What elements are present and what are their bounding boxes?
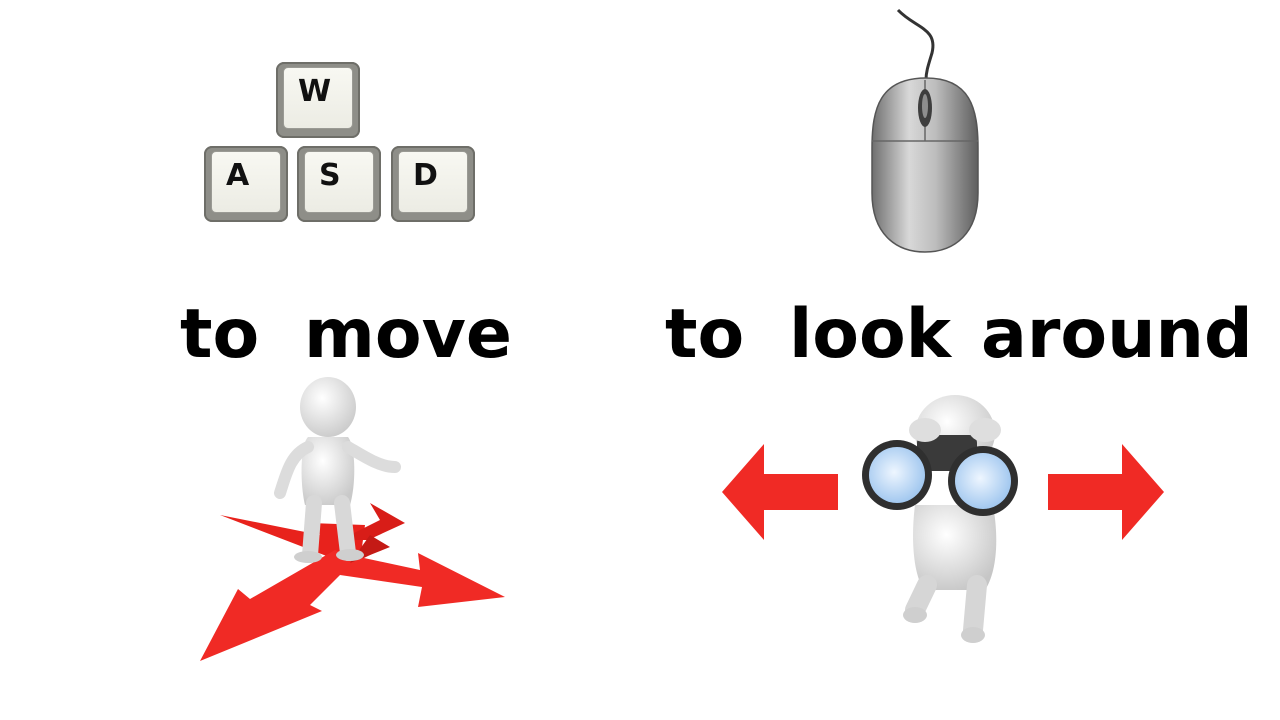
move-caption: to move	[180, 290, 512, 380]
figure-on-crossroad-arrows-icon	[200, 377, 505, 661]
look-caption: to look around	[665, 290, 1253, 380]
look-caption-word-around: around	[981, 295, 1253, 374]
arrow-left-icon	[722, 444, 838, 540]
computer-mouse-icon	[871, 8, 979, 253]
key-s-label: S	[319, 158, 341, 193]
key-a: A	[204, 146, 288, 222]
move-caption-word-move: move	[304, 295, 513, 374]
arrow-right-icon	[1048, 444, 1164, 540]
key-d: D	[391, 146, 475, 222]
look-caption-word-to: to	[665, 295, 745, 374]
move-caption-word-to: to	[180, 295, 260, 374]
key-s: S	[297, 146, 381, 222]
key-w-label: W	[298, 74, 332, 109]
look-caption-word-look: look	[789, 295, 951, 374]
key-d-label: D	[413, 158, 438, 193]
key-a-label: A	[226, 158, 250, 193]
figure-with-binoculars-icon	[862, 395, 1018, 643]
key-w: W	[276, 62, 360, 138]
